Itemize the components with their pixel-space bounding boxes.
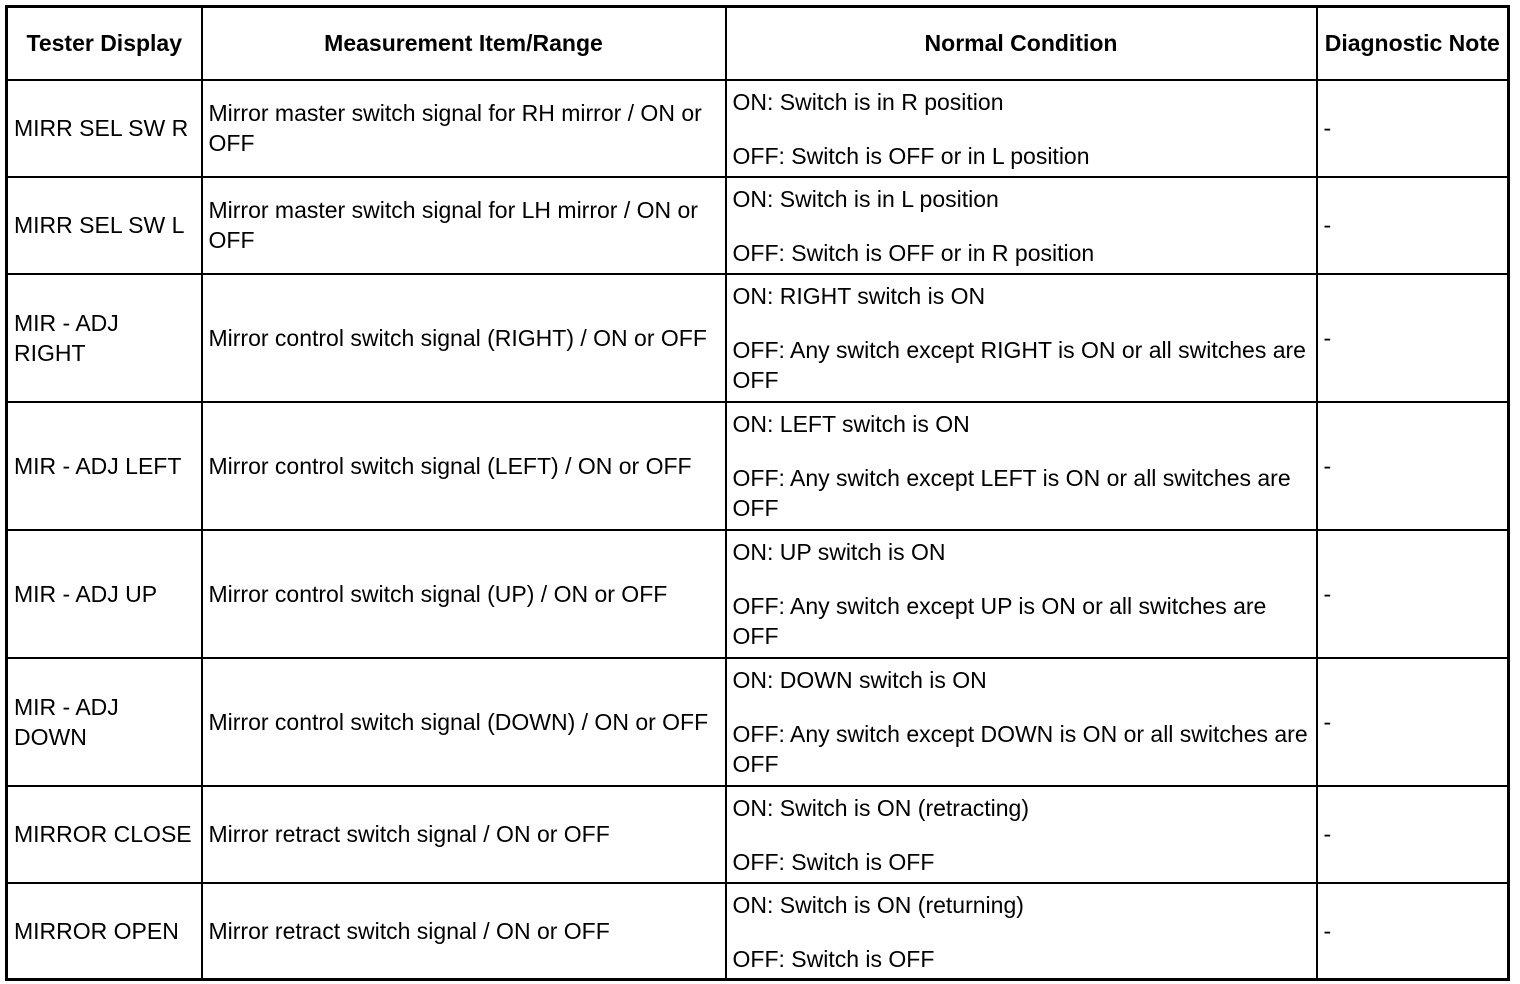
normal-condition-cell: ON: Switch is ON (returning) OFF: Switch…	[724, 881, 1318, 981]
tester-display-cell: MIR - ADJ UP	[5, 528, 203, 659]
on-condition: ON: DOWN switch is ON	[732, 666, 987, 693]
header-diagnostic-note: Diagnostic Note	[1315, 5, 1510, 81]
measurement-cell: Mirror control switch signal (RIGHT) / O…	[200, 272, 727, 403]
normal-condition-cell: ON: RIGHT switch is ON OFF: Any switch e…	[724, 272, 1318, 403]
measurement-cell: Mirror control switch signal (UP) / ON o…	[200, 528, 727, 659]
table-header: Tester Display Measurement Item/Range No…	[5, 5, 1510, 81]
measurement-cell: Mirror master switch signal for RH mirro…	[200, 78, 727, 178]
measurement-cell: Mirror retract switch signal / ON or OFF	[200, 784, 727, 884]
on-condition: ON: Switch is ON (retracting)	[732, 794, 1030, 821]
diagnostic-note-cell: -	[1315, 528, 1510, 659]
diagnostic-note-cell: -	[1315, 400, 1510, 531]
diagnostic-note-cell: -	[1315, 656, 1510, 787]
off-condition: OFF: Any switch except UP is ON or all s…	[732, 592, 1267, 649]
tester-display-cell: MIR - ADJ DOWN	[5, 656, 203, 787]
diagnostic-note-cell: -	[1315, 784, 1510, 884]
table-row: MIR - ADJ RIGHT Mirror control switch si…	[5, 272, 1510, 403]
tester-display-cell: MIRROR OPEN	[5, 881, 203, 981]
tester-display-cell: MIRR SEL SW L	[5, 175, 203, 275]
normal-condition-cell: ON: DOWN switch is ON OFF: Any switch ex…	[724, 656, 1318, 787]
on-condition: ON: UP switch is ON	[732, 538, 946, 565]
header-measurement-item: Measurement Item/Range	[200, 5, 727, 81]
off-condition: OFF: Switch is OFF or in L position	[732, 142, 1090, 169]
table-row: MIRR SEL SW L Mirror master switch signa…	[5, 175, 1510, 275]
table-row: MIRROR CLOSE Mirror retract switch signa…	[5, 784, 1510, 884]
normal-condition-cell: ON: Switch is in R position OFF: Switch …	[724, 78, 1318, 178]
on-condition: ON: Switch is in R position	[732, 88, 1004, 115]
on-condition: ON: RIGHT switch is ON	[732, 282, 986, 309]
measurement-cell: Mirror master switch signal for LH mirro…	[200, 175, 727, 275]
off-condition: OFF: Switch is OFF	[732, 848, 935, 875]
off-condition: OFF: Any switch except DOWN is ON or all…	[732, 720, 1308, 777]
measurement-cell: Mirror control switch signal (LEFT) / ON…	[200, 400, 727, 531]
header-row: Tester Display Measurement Item/Range No…	[5, 5, 1510, 81]
off-condition: OFF: Any switch except LEFT is ON or all…	[732, 464, 1291, 521]
table-row: MIR - ADJ UP Mirror control switch signa…	[5, 528, 1510, 659]
on-condition: ON: Switch is ON (returning)	[732, 891, 1024, 918]
off-condition: OFF: Switch is OFF	[732, 945, 935, 972]
on-condition: ON: Switch is in L position	[732, 185, 999, 212]
diagnostic-note-cell: -	[1315, 881, 1510, 981]
diagnostic-note-cell: -	[1315, 175, 1510, 275]
tester-display-cell: MIRR SEL SW R	[5, 78, 203, 178]
tester-display-cell: MIR - ADJ LEFT	[5, 400, 203, 531]
diagnostic-note-cell: -	[1315, 78, 1510, 178]
normal-condition-cell: ON: Switch is in L position OFF: Switch …	[724, 175, 1318, 275]
data-list-table: Tester Display Measurement Item/Range No…	[5, 5, 1510, 981]
diagnostic-note-cell: -	[1315, 272, 1510, 403]
tester-display-cell: MIRROR CLOSE	[5, 784, 203, 884]
tester-display-cell: MIR - ADJ RIGHT	[5, 272, 203, 403]
off-condition: OFF: Any switch except RIGHT is ON or al…	[732, 336, 1306, 393]
table-row: MIR - ADJ LEFT Mirror control switch sig…	[5, 400, 1510, 531]
measurement-cell: Mirror control switch signal (DOWN) / ON…	[200, 656, 727, 787]
table-row: MIRR SEL SW R Mirror master switch signa…	[5, 78, 1510, 178]
table-body: MIRR SEL SW R Mirror master switch signa…	[5, 78, 1510, 981]
off-condition: OFF: Switch is OFF or in R position	[732, 239, 1095, 266]
header-tester-display: Tester Display	[5, 5, 203, 81]
normal-condition-cell: ON: UP switch is ON OFF: Any switch exce…	[724, 528, 1318, 659]
on-condition: ON: LEFT switch is ON	[732, 410, 970, 437]
normal-condition-cell: ON: Switch is ON (retracting) OFF: Switc…	[724, 784, 1318, 884]
table-row: MIRROR OPEN Mirror retract switch signal…	[5, 881, 1510, 981]
header-normal-condition: Normal Condition	[724, 5, 1318, 81]
table-row: MIR - ADJ DOWN Mirror control switch sig…	[5, 656, 1510, 787]
normal-condition-cell: ON: LEFT switch is ON OFF: Any switch ex…	[724, 400, 1318, 531]
measurement-cell: Mirror retract switch signal / ON or OFF	[200, 881, 727, 981]
